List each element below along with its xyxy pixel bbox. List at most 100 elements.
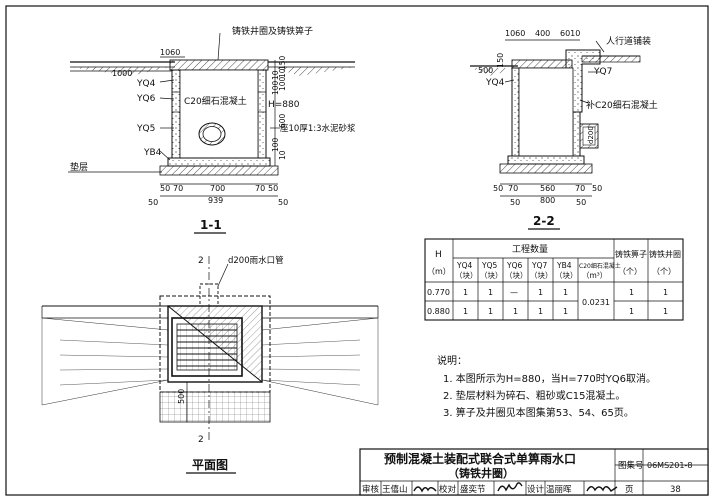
concrete-label: C20细石混凝土 bbox=[184, 95, 247, 107]
plan-view: d200雨水口管 2 2 500 平面图 bbox=[41, 255, 379, 474]
row0-yq7: 1 bbox=[538, 288, 543, 297]
row1-yq6: 1 bbox=[513, 307, 518, 316]
pipe-label-2: d200 bbox=[587, 126, 595, 144]
row0-yb4: 1 bbox=[563, 288, 568, 297]
dim2-b50d: 50 bbox=[576, 198, 586, 207]
dim-v10b: 10 bbox=[271, 70, 280, 80]
row0-yq4: 1 bbox=[463, 288, 468, 297]
review-label: 审核 bbox=[362, 484, 380, 495]
row1-yq4: 1 bbox=[463, 307, 468, 316]
yq4-label: YQ4 bbox=[136, 79, 156, 89]
sub-yq4: YQ4 bbox=[456, 261, 472, 270]
note-1: 1. 本图所示为H=880，当H=770时YQ6取消。 bbox=[443, 372, 656, 385]
col-ring: 铸铁井圈 bbox=[649, 249, 681, 259]
dim2-b800: 800 bbox=[540, 196, 555, 205]
design-name: 温丽晖 bbox=[546, 484, 572, 495]
dim-1060: 1060 bbox=[160, 48, 180, 57]
dim2-500: 500 bbox=[478, 66, 493, 75]
page-no: 38 bbox=[670, 485, 681, 495]
dim-v600: 600 bbox=[278, 113, 287, 128]
row1-yq5: 1 bbox=[488, 307, 493, 316]
row0-h: 0.770 bbox=[427, 288, 450, 297]
dim2-400: 400 bbox=[535, 29, 550, 38]
dim-v10c: 10 bbox=[278, 150, 287, 160]
dim-b50c: 50 bbox=[148, 198, 158, 207]
dim2-b560: 560 bbox=[540, 184, 555, 193]
sub-yq7: YQ7 bbox=[531, 261, 547, 270]
sheet-border bbox=[5, 5, 709, 496]
cut-mark-top: 2 bbox=[198, 256, 204, 266]
paving-label: 人行道铺装 bbox=[606, 35, 651, 47]
yq4-label-2: YQ4 bbox=[485, 78, 505, 88]
title-block: 预制混凝土装配式联合式单箅雨水口 （铸铁井圈） 图集号 06MS201-8 页 … bbox=[359, 448, 709, 496]
section-2-2: 人行道铺装 YQ7 YQ4 补C20细石混凝土 d200 1060 400 60… bbox=[470, 29, 658, 230]
row1-yb4: 1 bbox=[563, 307, 568, 316]
row0-yq6: — bbox=[510, 288, 518, 297]
row1-grate: 1 bbox=[629, 307, 634, 316]
dim2-1060: 1060 bbox=[505, 29, 525, 38]
sub-yq5-unit: （块） bbox=[480, 270, 503, 280]
sub-yb4: YB4 bbox=[556, 261, 572, 270]
row1-h: 0.880 bbox=[427, 307, 450, 316]
sub-yq7-unit: （块） bbox=[530, 270, 553, 280]
col-grate-unit: （个） bbox=[618, 267, 642, 276]
row1-yq7: 1 bbox=[538, 307, 543, 316]
section-1-1: 铸铁井圈及铸铁箅子 YQ4 YQ6 YQ5 YB4 C20细石混凝土 H=880… bbox=[68, 25, 356, 234]
dim-v150: 150 bbox=[278, 55, 287, 70]
section-1-1-title: 1-1 bbox=[200, 218, 222, 232]
note-3: 3. 箅子及井圈见本图集第53、54、65页。 bbox=[443, 406, 634, 419]
sub-yq6-unit: （块） bbox=[505, 270, 528, 280]
row1-ring: 1 bbox=[663, 307, 668, 316]
dim-v100c: 100 bbox=[271, 137, 280, 152]
concrete-value: 0.0231 bbox=[582, 298, 610, 307]
sub-yq4-unit: （块） bbox=[455, 270, 478, 280]
sub-yq6: YQ6 bbox=[506, 261, 522, 270]
dim2-b70b: 70 bbox=[575, 184, 585, 193]
plan-pipe-label: d200雨水口管 bbox=[228, 255, 284, 266]
dim2-b50a: 50 bbox=[493, 184, 503, 193]
height-label: H=880 bbox=[268, 100, 300, 110]
row0-grate: 1 bbox=[629, 288, 634, 297]
dim-b50a: 50 bbox=[160, 184, 170, 193]
plan-dim-500: 500 bbox=[177, 389, 186, 404]
dim-b700: 700 bbox=[210, 184, 225, 193]
sheet-title-2: （铸铁井圈） bbox=[448, 466, 514, 480]
dim2-b50c: 50 bbox=[510, 198, 520, 207]
sub-c20-unit: （m³） bbox=[582, 271, 607, 280]
dim2-b50b: 50 bbox=[592, 184, 602, 193]
sheet-title-1: 预制混凝土装配式联合式单箅雨水口 bbox=[384, 451, 576, 466]
quantity-table: H （m） 工程数量 YQ4 （块） YQ5 （块） YQ6 （块） YQ7 （… bbox=[424, 238, 684, 321]
notes: 说明： 1. 本图所示为H=880，当H=770时YQ6取消。 2. 垫层材料为… bbox=[437, 354, 656, 419]
check-label: 校对 bbox=[439, 484, 457, 495]
group-header: 工程数量 bbox=[512, 243, 548, 255]
dim-v100a: 100 bbox=[278, 76, 287, 91]
dim2-150: 150 bbox=[496, 53, 505, 68]
col-h-unit: （m） bbox=[427, 267, 451, 276]
dim-b50d: 50 bbox=[278, 198, 288, 207]
design-label: 设计 bbox=[527, 484, 545, 495]
yq6-label: YQ6 bbox=[136, 94, 156, 104]
plan-title: 平面图 bbox=[192, 458, 228, 472]
grate-label: 铸铁井圈及铸铁箅子 bbox=[232, 25, 313, 37]
sub-yq5: YQ5 bbox=[481, 261, 497, 270]
row0-yq5: 1 bbox=[488, 288, 493, 297]
dim2-b70a: 70 bbox=[508, 184, 518, 193]
dim-b50b: 50 bbox=[268, 184, 278, 193]
dim-v100b: 100 bbox=[271, 80, 280, 95]
signature-check bbox=[497, 482, 523, 492]
signature-review bbox=[413, 486, 437, 493]
col-ring-unit: （个） bbox=[652, 267, 676, 276]
page-label: 页 bbox=[625, 485, 634, 495]
cut-mark-bottom: 2 bbox=[198, 435, 204, 445]
dim-b70b: 70 bbox=[255, 184, 265, 193]
yb4-label: YB4 bbox=[143, 148, 162, 158]
note-2: 2. 垫层材料为碎石、粗砂或C15混凝土。 bbox=[443, 389, 625, 402]
notes-title: 说明： bbox=[437, 354, 467, 367]
mortar-label: 座10厚1:3水泥砂浆 bbox=[280, 123, 356, 134]
bedding-label: 垫层 bbox=[70, 161, 88, 173]
check-name: 盛奕节 bbox=[460, 484, 486, 495]
sub-yb4-unit: （块） bbox=[555, 270, 578, 280]
yq7-label: YQ7 bbox=[593, 67, 612, 77]
atlas-no: 06MS201-8 bbox=[647, 461, 692, 470]
